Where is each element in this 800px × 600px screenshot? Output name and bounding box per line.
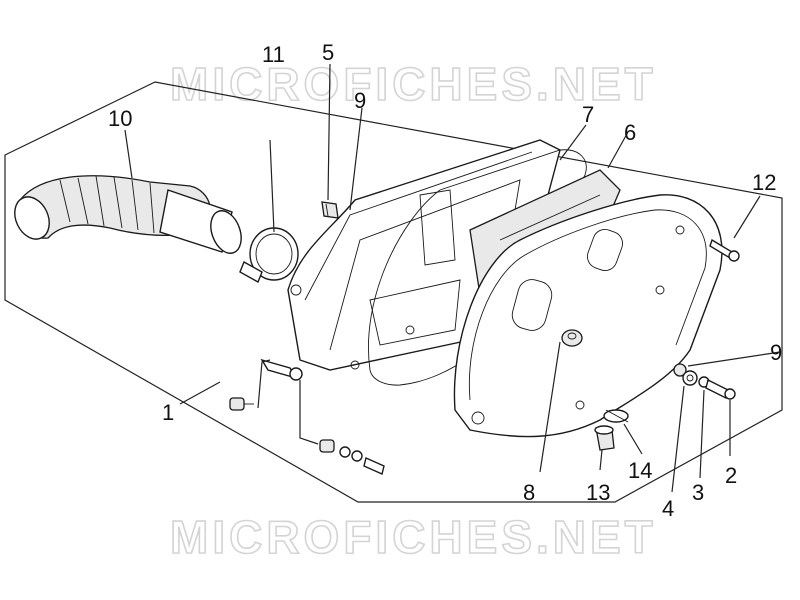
callout-5: 5 <box>322 40 334 65</box>
callout-6: 6 <box>624 120 636 145</box>
callout-9-right: 9 <box>770 340 782 365</box>
callout-7: 7 <box>582 102 594 127</box>
screw-part-12 <box>709 238 740 262</box>
callout-13: 13 <box>586 480 610 505</box>
callout-8: 8 <box>523 480 535 505</box>
cover-knob <box>561 329 583 347</box>
washer-part-9-right <box>673 363 687 377</box>
callout-12: 12 <box>752 170 776 195</box>
leader-lines <box>124 63 781 493</box>
callout-10: 10 <box>108 106 132 131</box>
mount-bolt-left <box>229 397 254 411</box>
clip-part-5 <box>321 201 339 219</box>
hose-clamp <box>239 227 299 283</box>
watermark-top: MICROFICHES.NET <box>170 58 657 110</box>
airbox-cover <box>453 194 723 438</box>
callout-3: 3 <box>692 480 704 505</box>
drain-clamp-part-14 <box>603 409 629 423</box>
drain-cap-part-13 <box>594 425 615 451</box>
washer-part-4 <box>682 370 698 386</box>
connector-sleeve <box>159 189 242 254</box>
mount-bolt-bottom <box>319 439 385 475</box>
screw-part-2 <box>705 378 736 400</box>
callout-14: 14 <box>628 458 652 483</box>
callout-4: 4 <box>662 496 674 521</box>
callout-1: 1 <box>162 400 174 425</box>
callout-11: 11 <box>262 42 285 67</box>
mount-grommet <box>260 358 303 381</box>
callout-2: 2 <box>725 463 737 488</box>
watermark-bottom: MICROFICHES.NET <box>170 511 657 563</box>
gasket-seal <box>368 149 587 386</box>
callout-9-top: 9 <box>354 88 366 113</box>
assembly-boundary <box>4 81 783 503</box>
